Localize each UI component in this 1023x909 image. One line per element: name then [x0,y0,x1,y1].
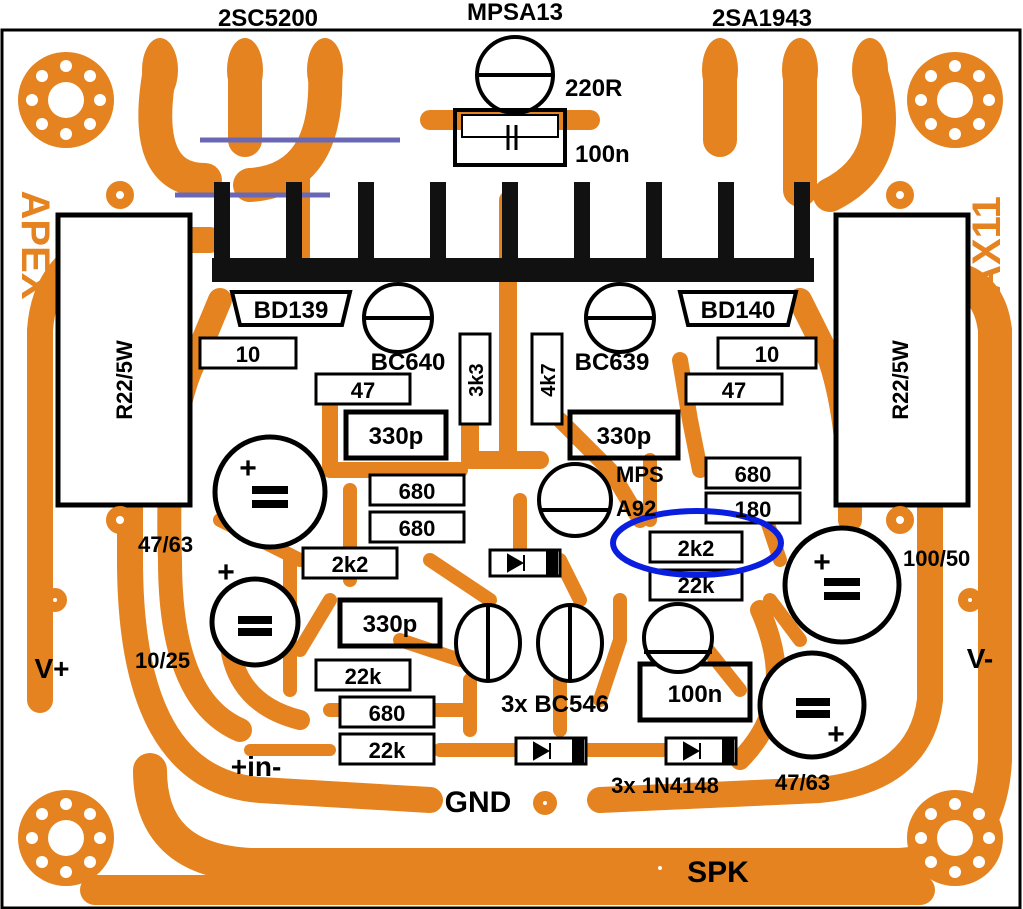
label-180: 180 [735,497,772,522]
label-bc546: 3x BC546 [501,691,609,718]
label-100n-top: 100n [575,141,630,168]
label-a92: A92 [616,496,656,521]
cap-plates [238,486,860,718]
label-2sa1943: 2SA1943 [712,5,812,32]
label-r47-right: 47 [722,378,746,403]
label-10-25: 10/25 [135,648,190,673]
top-pads [142,38,888,102]
label-r22-left: R22/5W [112,340,137,420]
label-330p-right: 330p [597,423,652,450]
plus-small-cap: + [217,556,235,589]
label-bc640: BC640 [371,349,446,376]
label-r22-right: R22/5W [888,340,913,420]
r22-left-body [55,212,193,508]
label-r47-left: 47 [351,378,375,403]
label-mpsa13: MPSA13 [467,0,563,26]
label-2k2-right: 2k2 [678,536,715,561]
label-220r: 220R [565,75,622,102]
label-vplus: V+ [34,653,69,684]
label-bd139: BD139 [254,297,329,324]
label-330p-bottom: 330p [363,611,418,638]
r22-right-body [833,212,971,508]
label-4k7: 4k7 [538,363,560,396]
mpsa92-transistor [537,462,613,538]
label-22k-right: 22k [678,573,715,598]
diode-marks [507,550,734,764]
label-22k-a: 22k [345,664,382,689]
label-330p-left: 330p [369,423,424,450]
plus-left-cap: + [239,452,257,485]
heatsink [212,182,814,282]
plus-right-cap: + [813,546,831,579]
label-r10-left: 10 [236,342,260,367]
label-apex: APEX [13,191,57,300]
label-680-c: 680 [369,701,406,726]
label-bd140: BD140 [701,297,776,324]
jumper-wires [175,137,400,198]
label-spk: SPK [687,856,749,889]
label-680-right: 680 [735,462,772,487]
resistor-bodies [198,332,818,766]
label-100-50: 100/50 [903,546,970,571]
cap-330p-bodies [337,409,753,723]
label-r10-right: 10 [755,342,779,367]
label-3k3: 3k3 [466,363,488,396]
mpsa13-transistor [453,35,567,167]
mounting-holes [18,52,1003,886]
label-47-63-right: 47/63 [775,770,830,795]
label-mps: MPS [616,462,664,487]
label-bc639: BC639 [575,349,650,376]
plus-bottom-cap: + [827,718,845,751]
label-47-63-left: 47/63 [138,532,193,557]
label-gnd: GND [445,786,512,819]
label-100n-bottom: 100n [668,681,723,708]
bc640-transistor [362,282,434,354]
solder-pads [43,181,982,880]
label-ax11: AX11 [965,196,1009,294]
label-680-b: 680 [399,516,436,541]
label-input: +in- [231,751,282,782]
bc546-transistors [454,602,714,683]
label-22k-b: 22k [369,738,406,763]
highlight-ring [610,508,784,578]
bd140-body [677,290,799,327]
bd139-body [229,290,353,327]
bc639-transistor [584,282,656,354]
label-2sc5200: 2SC5200 [218,5,318,32]
label-680-a: 680 [399,479,436,504]
label-vminus: V- [967,643,993,674]
label-1n4148: 3x 1N4148 [611,773,719,798]
labels: 2SC5200 MPSA13 2SA1943 APEX AX11 220R 10… [13,0,1009,889]
label-2k2-left: 2k2 [332,552,369,577]
